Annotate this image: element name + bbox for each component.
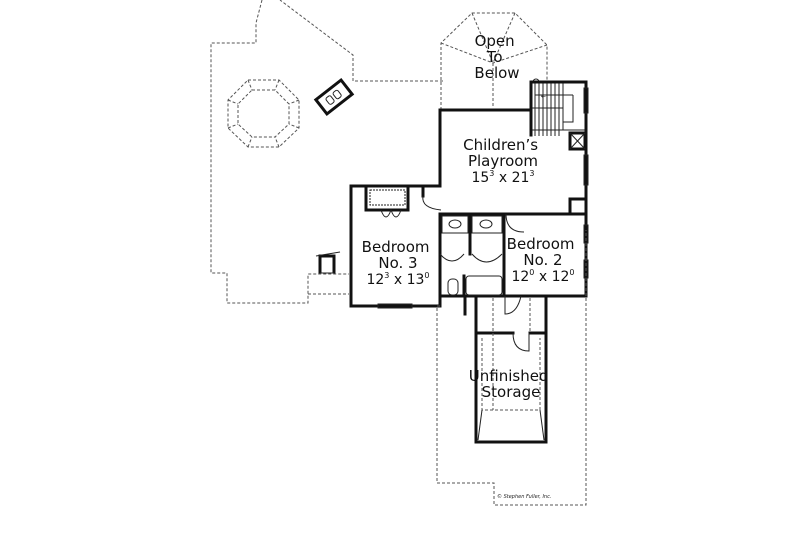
bedroom-3-label: Bedroom No. 3 bbox=[362, 238, 435, 272]
unfinished-storage-label: Unfinished Storage bbox=[469, 367, 553, 401]
fixtures bbox=[315, 87, 589, 441]
stair-arrow-icon: ← bbox=[541, 93, 546, 100]
lower-roof-outline-bottom bbox=[436, 230, 587, 506]
copyright-text: © Stephen Fuller, Inc. bbox=[497, 493, 551, 500]
childrens-playroom-label: Children’s Playroom bbox=[463, 136, 543, 170]
open-to-below-area: Open To Below bbox=[440, 12, 548, 110]
staircase: ← bbox=[530, 78, 587, 136]
bedroom-3-dims: 123 x 130 bbox=[366, 271, 429, 288]
lower-roof-outline-left bbox=[210, 0, 443, 304]
octagonal-gazebo-icon bbox=[227, 79, 300, 148]
chimney-icon bbox=[313, 77, 355, 117]
walls bbox=[349, 80, 588, 444]
bedroom-2-dims: 120 x 120 bbox=[511, 268, 574, 285]
childrens-playroom-dims: 153 x 213 bbox=[471, 169, 534, 186]
open-to-below-label: Open To Below bbox=[474, 32, 519, 82]
bedroom-2-label: Bedroom No. 2 bbox=[507, 235, 580, 269]
